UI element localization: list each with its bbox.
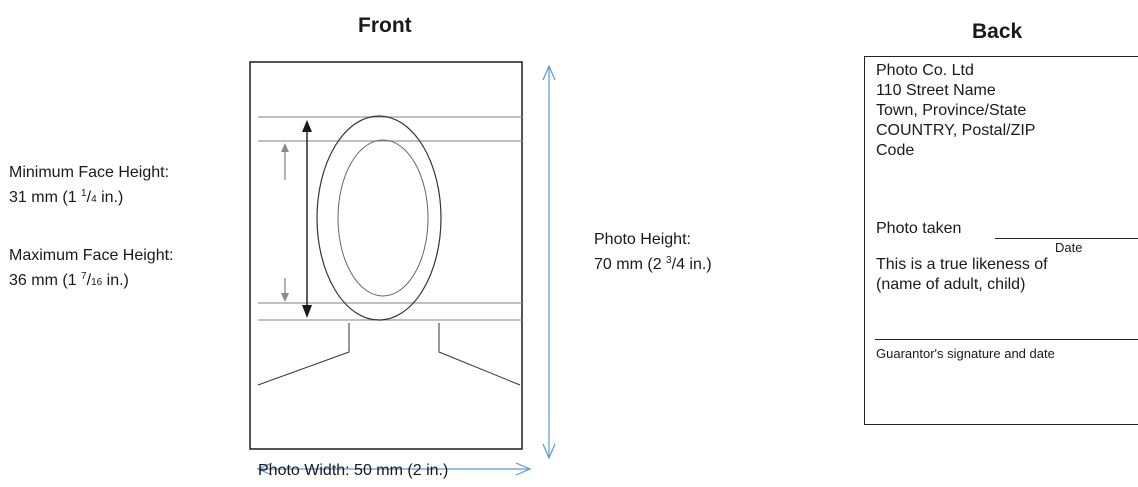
max-face-arrow-up-head [302,120,312,132]
back-heading: Back [972,20,1023,43]
min-face-height-title: Minimum Face Height: [9,164,170,181]
min-face-height-value: 31 mm (1 1/4 in.) [9,188,124,206]
photo-height-label: Photo Height: 70 mm (2 3/4 in.) [594,229,712,275]
min-face-unit: in. [101,189,118,206]
photo-height-den: 4 [676,256,685,273]
photo-height-num: 3 [666,255,672,266]
max-face-whole: 1 [67,272,77,289]
front-heading: Front [358,14,412,37]
face-oval-inner [337,139,429,297]
min-face-arrow-down-head [281,293,289,302]
back-address: Photo Co. Ltd 110 Street Name Town, Prov… [876,61,1035,161]
photo-height-arrow-top-head [542,64,556,81]
max-face-arrow-down-head [302,305,312,318]
min-face-den: 4 [91,194,97,205]
photo-width-label: Photo Width: 50 mm (2 in.) [258,462,449,479]
shoulders [257,323,521,386]
photo-frame [249,61,523,450]
max-face-height-title: Maximum Face Height: [9,247,174,264]
photo-width-arrow-left-head [256,462,273,476]
photo-height-unit: in. [689,256,707,273]
photo-width-arrow [256,462,532,476]
photo-height-metric: 70 mm [594,256,643,273]
address-line: Code [876,142,915,159]
photo-taken-underline [995,238,1138,239]
max-face-height-value: 36 mm (1 7/16 in.) [9,271,129,289]
address-line: Town, Province/State [876,102,1027,119]
back-card: Photo Co. Ltd 110 Street Name Town, Prov… [864,56,1138,425]
photo-height-arrow [542,64,556,460]
min-face-arrow-up-head [281,143,289,152]
guarantor-label: Guarantor's signature and date [876,346,1055,361]
max-face-den: 16 [91,277,103,288]
likeness-text: This is a true likeness of (name of adul… [876,255,1048,295]
photo-height-arrow-bottom-head [542,443,556,460]
min-face-height-label: Minimum Face Height: 31 mm (1 1/4 in.) [9,162,169,210]
address-line: Photo Co. Ltd [876,62,974,79]
min-face-metric: 31 mm [9,189,58,206]
face-guide-lines [258,116,522,321]
photo-taken-label: Photo taken [876,220,962,237]
max-face-metric: 36 mm [9,272,58,289]
likeness-line: (name of adult, child) [876,276,1026,293]
right-shoulder-line [438,323,521,386]
left-shoulder-line [257,323,350,386]
signature-line [875,339,1138,340]
date-label: Date [1055,240,1083,255]
photo-height-whole: 2 [652,256,662,273]
likeness-line: This is a true likeness of [876,256,1048,273]
address-line: 110 Street Name [876,82,996,99]
photo-height-title: Photo Height: [594,231,691,248]
address-line: COUNTRY, Postal/ZIP [876,122,1036,139]
max-face-unit: in. [106,272,124,289]
photo-width-arrow-right-head [515,462,532,476]
min-face-num: 1 [81,188,87,199]
min-face-whole: 1 [67,189,77,206]
min-face-arrow [281,143,289,302]
face-oval-outer [316,115,442,321]
max-face-num: 7 [81,271,87,282]
photo-height-value: 70 mm (2 3/4 in.) [594,255,712,273]
max-face-arrow [302,120,312,318]
max-face-height-label: Maximum Face Height: 36 mm (1 7/16 in.) [9,245,174,293]
